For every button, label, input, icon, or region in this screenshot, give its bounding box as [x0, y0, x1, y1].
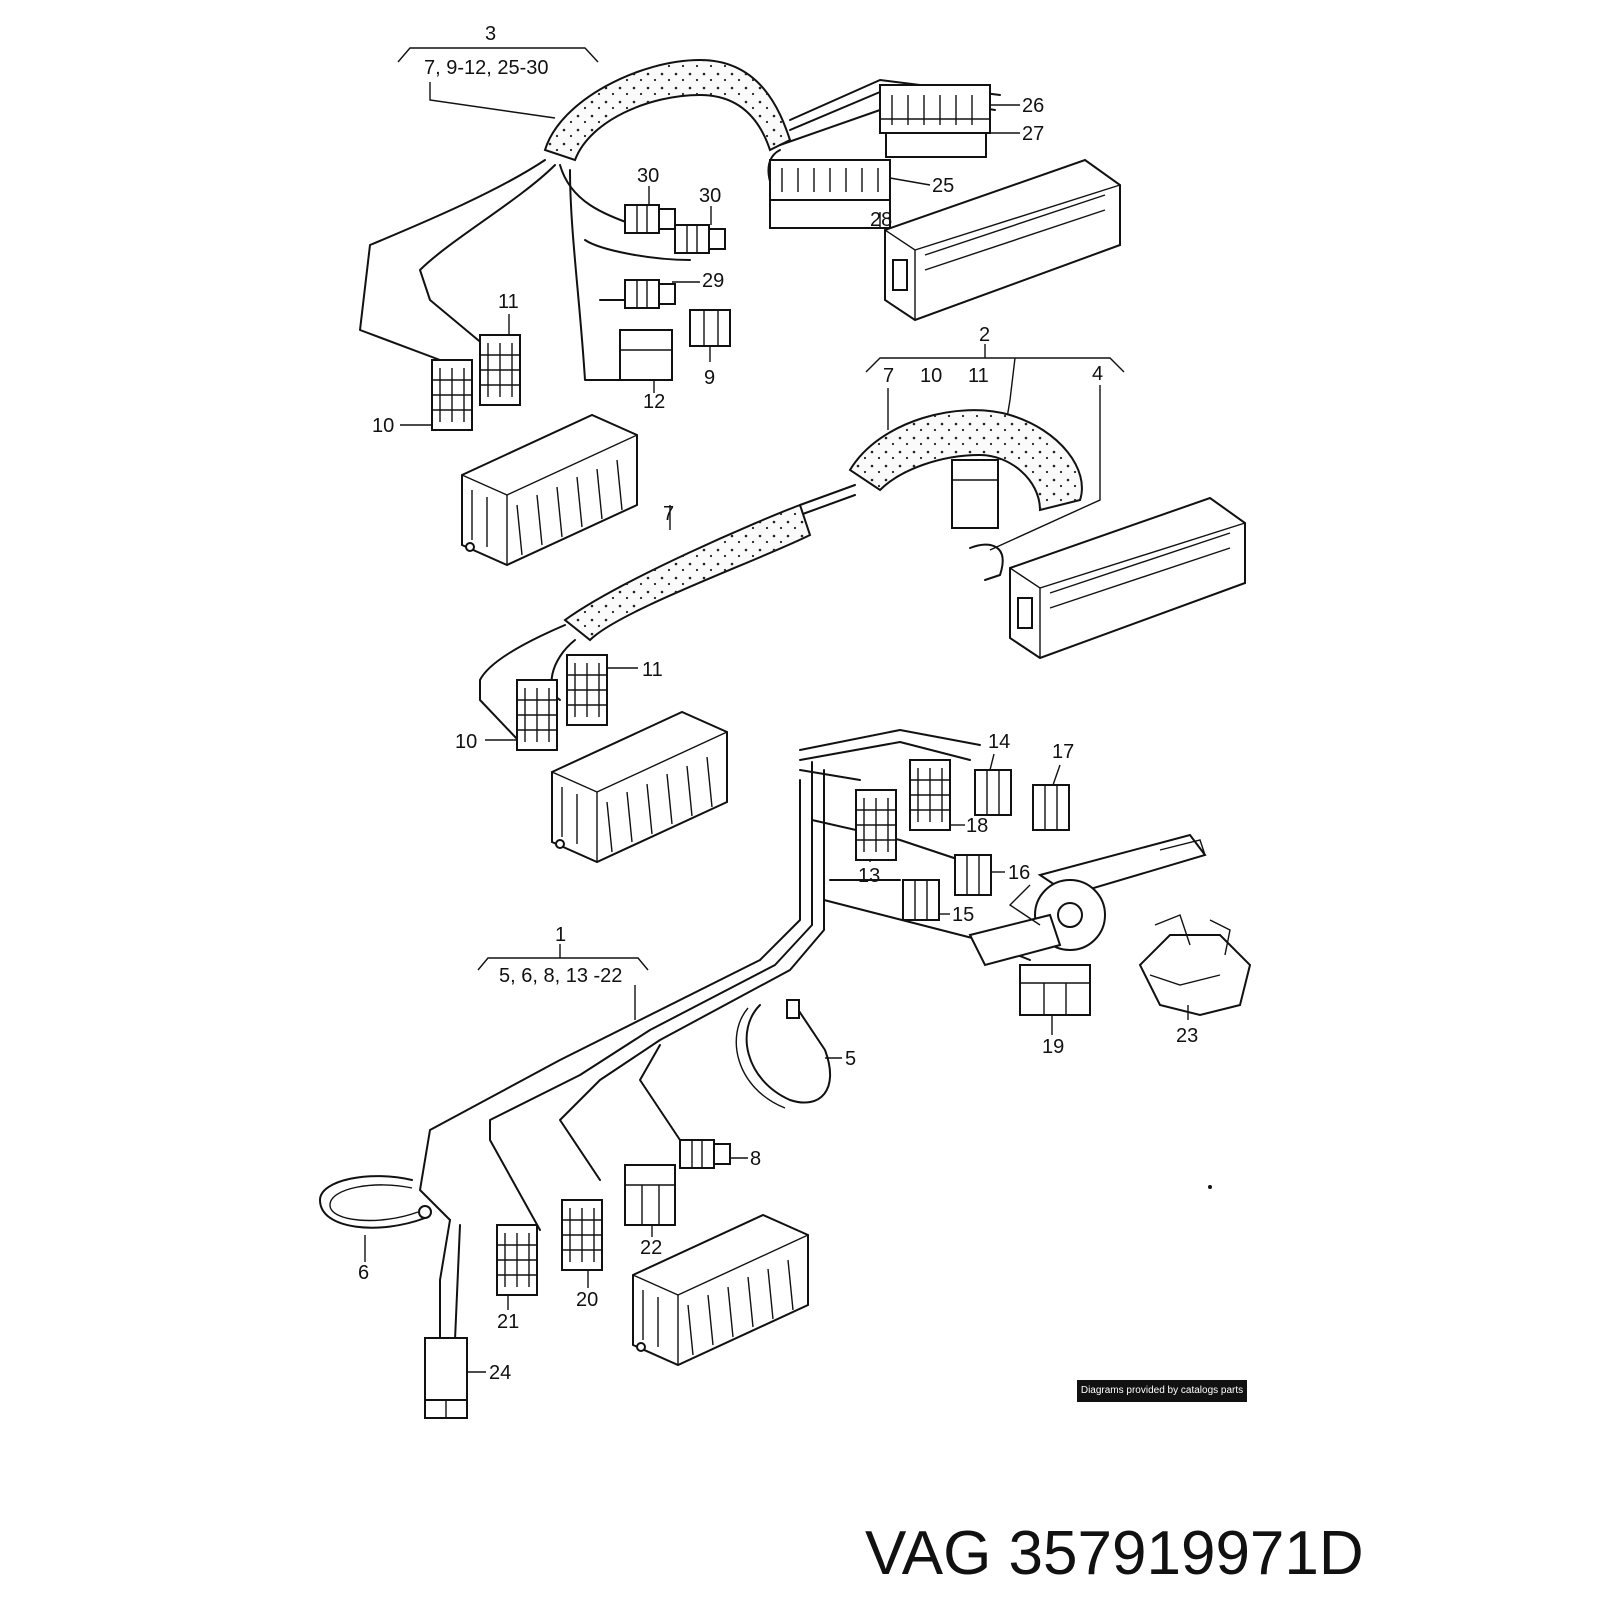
label-2: 2 — [979, 324, 990, 346]
connector-12 — [619, 329, 673, 381]
connector-19 — [1019, 964, 1091, 1016]
label-4: 4 — [1092, 363, 1103, 385]
connector-18 — [909, 759, 951, 831]
label-22: 22 — [640, 1237, 662, 1259]
label-11-top: 11 — [498, 291, 519, 313]
label-19: 19 — [1042, 1036, 1064, 1058]
connector-17 — [1032, 784, 1070, 831]
plug-30-left — [624, 204, 676, 234]
label-25: 25 — [932, 175, 954, 197]
connector-16 — [954, 854, 992, 896]
switch-housing-23 — [1138, 914, 1252, 1017]
connector-25 — [769, 159, 891, 201]
cable-tie-6 — [319, 1175, 432, 1229]
label-18: 18 — [966, 815, 988, 837]
source-badge: Diagrams provided by catalogs parts — [1077, 1380, 1247, 1402]
label-2-a: 7 — [883, 365, 894, 387]
instrument-cluster-mid — [1009, 497, 1246, 659]
connector-11-top — [479, 334, 521, 406]
label-30-right: 30 — [699, 185, 721, 207]
connector-10-mid — [516, 679, 558, 751]
combination-switch — [968, 833, 1207, 967]
part-number: VAG 357919971D — [865, 1519, 1364, 1588]
relay-block-mid — [551, 711, 728, 863]
label-6: 6 — [358, 1262, 369, 1284]
label-10-top: 10 — [372, 415, 394, 437]
label-16: 16 — [1008, 862, 1030, 884]
label-12: 12 — [643, 391, 665, 413]
label-17: 17 — [1052, 741, 1074, 763]
label-13: 13 — [858, 865, 880, 887]
connector-22 — [624, 1164, 676, 1226]
connector-10-top — [431, 359, 473, 431]
connector-15 — [902, 879, 940, 921]
label-15: 15 — [952, 904, 974, 926]
label-21: 21 — [497, 1311, 519, 1333]
label-24: 24 — [489, 1362, 511, 1384]
label-7: 7 — [663, 503, 674, 525]
label-1: 1 — [555, 924, 566, 946]
label-3: 3 — [485, 23, 496, 45]
label-14: 14 — [988, 731, 1010, 753]
label-23: 23 — [1176, 1025, 1198, 1047]
connector-28 — [769, 199, 891, 229]
connector-27 — [885, 132, 987, 158]
plug-29 — [624, 279, 676, 309]
label-29: 29 — [702, 270, 724, 292]
label-1-sub: 5, 6, 8, 13 -22 — [499, 965, 622, 987]
connector-21 — [496, 1224, 538, 1296]
label-26: 26 — [1022, 95, 1044, 117]
connector-11-mid — [566, 654, 608, 726]
connector-24 — [424, 1337, 468, 1419]
connector-14 — [974, 769, 1012, 816]
connector-9 — [689, 309, 731, 347]
label-3-sub: 7, 9-12, 25-30 — [424, 57, 549, 79]
label-10-mid: 10 — [455, 731, 477, 753]
label-11-mid: 11 — [642, 659, 663, 681]
relay-block-top — [461, 414, 638, 566]
label-2-c: 11 — [968, 365, 989, 387]
connector-13 — [855, 789, 897, 861]
label-30-left: 30 — [637, 165, 659, 187]
connector-26 — [879, 84, 991, 134]
label-28: 28 — [870, 209, 892, 231]
label-27: 27 — [1022, 123, 1044, 145]
label-5: 5 — [845, 1048, 856, 1070]
connector-20 — [561, 1199, 603, 1271]
cable-tie-5 — [735, 999, 831, 1109]
label-8: 8 — [750, 1148, 761, 1170]
connector-8 — [679, 1139, 731, 1169]
label-2-b: 10 — [920, 365, 942, 387]
label-9: 9 — [704, 367, 715, 389]
connector-10-11-mid — [951, 459, 999, 529]
plug-30-right — [674, 224, 726, 254]
label-20: 20 — [576, 1289, 598, 1311]
